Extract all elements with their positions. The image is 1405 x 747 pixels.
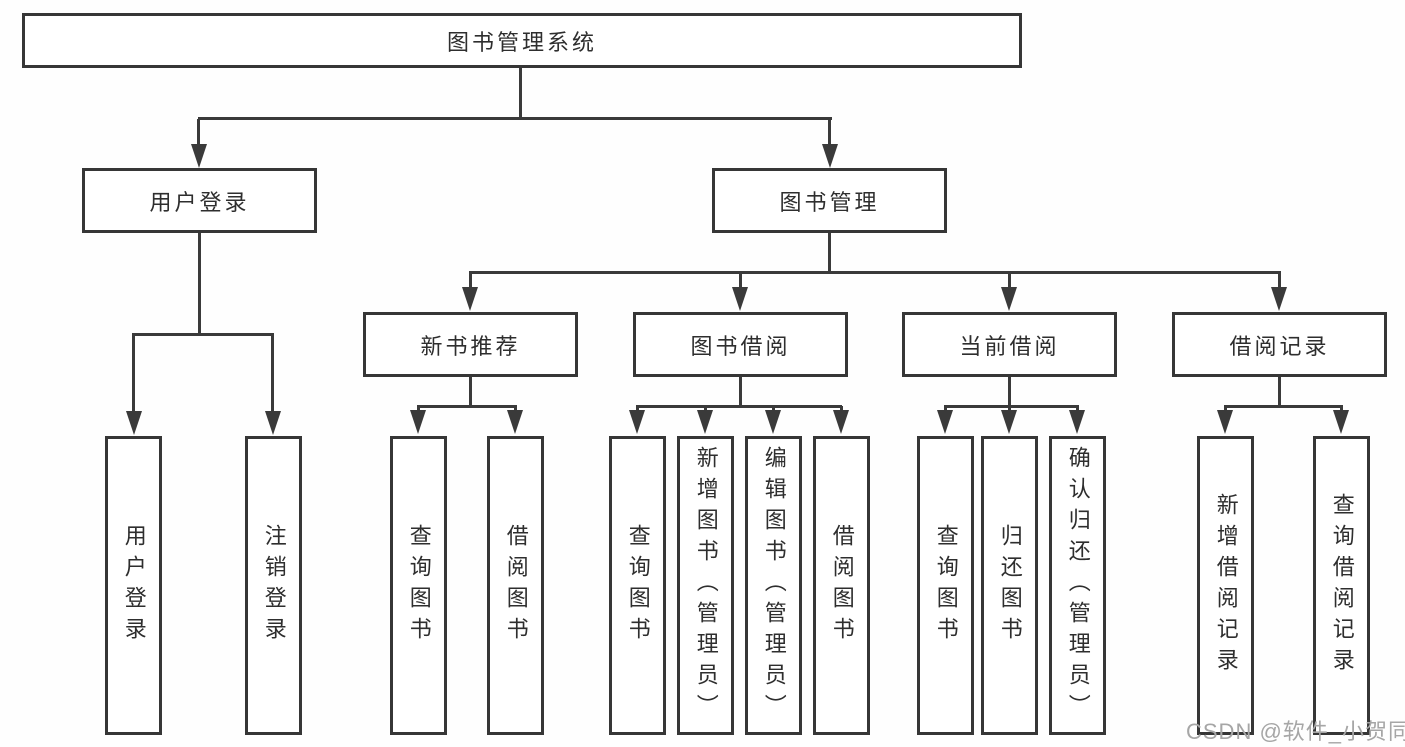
connector-line — [828, 231, 831, 273]
node-label: 注销登录 — [261, 523, 287, 648]
leaf-borrow-books: 借阅图书 — [487, 436, 544, 735]
node-label: 图书管理系统 — [446, 29, 597, 55]
connector-line — [1224, 405, 1343, 408]
node-user-login: 用户登录 — [82, 168, 317, 233]
connector-line — [1008, 406, 1011, 413]
arrow-down-icon — [1069, 410, 1085, 434]
connector-line — [1278, 273, 1281, 289]
connector-line — [840, 406, 843, 413]
node-label: 查询图书 — [933, 523, 959, 648]
arrow-down-icon — [410, 410, 426, 434]
arrow-down-icon — [265, 411, 281, 435]
node-label: 图书借阅 — [690, 333, 791, 359]
connector-line — [944, 406, 947, 413]
leaf-borrow-book: 借阅图书 — [813, 436, 870, 735]
connector-line — [1224, 406, 1227, 413]
connector-line — [132, 333, 274, 336]
node-book-management: 图书管理 — [712, 168, 947, 233]
connector-line — [1340, 406, 1343, 413]
node-book-borrowing: 图书借阅 — [633, 312, 848, 377]
connector-line — [828, 119, 831, 146]
node-label: 查询图书 — [406, 523, 432, 648]
arrow-down-icon — [697, 410, 713, 434]
leaf-query-borrow-record: 查询借阅记录 — [1313, 436, 1370, 735]
connector-line — [1076, 406, 1079, 413]
node-label: 确认归还（管理员） — [1065, 446, 1091, 725]
arrow-down-icon — [126, 411, 142, 435]
leaf-confirm-return-admin: 确认归还（管理员） — [1049, 436, 1106, 735]
node-label: 新增借阅记录 — [1213, 492, 1239, 679]
connector-line — [1008, 375, 1011, 407]
arrow-down-icon — [1001, 287, 1017, 311]
connector-line — [198, 231, 201, 335]
connector-line — [197, 119, 200, 146]
leaf-query-books: 查询图书 — [390, 436, 447, 735]
arrow-down-icon — [1333, 410, 1349, 434]
connector-line — [739, 273, 742, 289]
node-label: 借阅图书 — [829, 523, 855, 648]
arrow-down-icon — [822, 144, 838, 168]
arrow-down-icon — [507, 410, 523, 434]
connector-line — [739, 375, 742, 407]
leaf-current-query-books: 查询图书 — [917, 436, 974, 735]
node-borrowing-records: 借阅记录 — [1172, 312, 1387, 377]
arrow-down-icon — [833, 410, 849, 434]
node-label: 图书管理 — [779, 189, 880, 215]
arrow-down-icon — [937, 410, 953, 434]
arrow-down-icon — [1001, 410, 1017, 434]
arrow-down-icon — [732, 287, 748, 311]
connector-line — [772, 406, 775, 413]
node-label: 借阅记录 — [1229, 333, 1330, 359]
connector-line — [469, 273, 472, 289]
leaf-add-borrow-record: 新增借阅记录 — [1197, 436, 1254, 735]
node-new-book-recommendation: 新书推荐 — [363, 312, 578, 377]
node-label: 用户登录 — [121, 523, 147, 648]
connector-line — [417, 405, 517, 408]
connector-line — [636, 405, 842, 408]
leaf-borrow-query-books: 查询图书 — [609, 436, 666, 735]
arrow-down-icon — [1217, 410, 1233, 434]
connector-line — [514, 406, 517, 413]
connector-line — [469, 271, 1281, 274]
node-label: 归还图书 — [997, 523, 1023, 648]
arrow-down-icon — [629, 410, 645, 434]
connector-line — [636, 406, 639, 413]
node-label: 用户登录 — [149, 189, 250, 215]
node-label: 编辑图书（管理员） — [761, 446, 787, 725]
node-label: 新书推荐 — [420, 333, 521, 359]
node-current-borrowing: 当前借阅 — [902, 312, 1117, 377]
connector-line — [198, 117, 832, 120]
node-label: 借阅图书 — [503, 523, 529, 648]
connector-line — [944, 405, 1079, 408]
leaf-edit-book-admin: 编辑图书（管理员） — [745, 436, 802, 735]
csdn-watermark: CSDN @软件_小贺同学 — [1186, 719, 1405, 744]
node-library-system: 图书管理系统 — [22, 13, 1022, 68]
arrow-down-icon — [765, 410, 781, 434]
connector-line — [1008, 273, 1011, 289]
leaf-add-book-admin: 新增图书（管理员） — [677, 436, 734, 735]
arrow-down-icon — [462, 287, 478, 311]
arrow-down-icon — [1271, 287, 1287, 311]
leaf-user-login: 用户登录 — [105, 436, 162, 735]
connector-line — [704, 406, 707, 413]
connector-line — [469, 375, 472, 407]
node-label: 当前借阅 — [959, 333, 1060, 359]
arrow-down-icon — [191, 144, 207, 168]
connector-line — [132, 335, 135, 413]
connector-line — [271, 335, 274, 413]
node-label: 查询借阅记录 — [1329, 492, 1355, 679]
node-label: 查询图书 — [625, 523, 651, 648]
leaf-logout: 注销登录 — [245, 436, 302, 735]
leaf-return-books: 归还图书 — [981, 436, 1038, 735]
connector-line — [519, 66, 522, 119]
connector-line — [417, 406, 420, 413]
connector-line — [1278, 375, 1281, 407]
node-label: 新增图书（管理员） — [693, 446, 719, 725]
